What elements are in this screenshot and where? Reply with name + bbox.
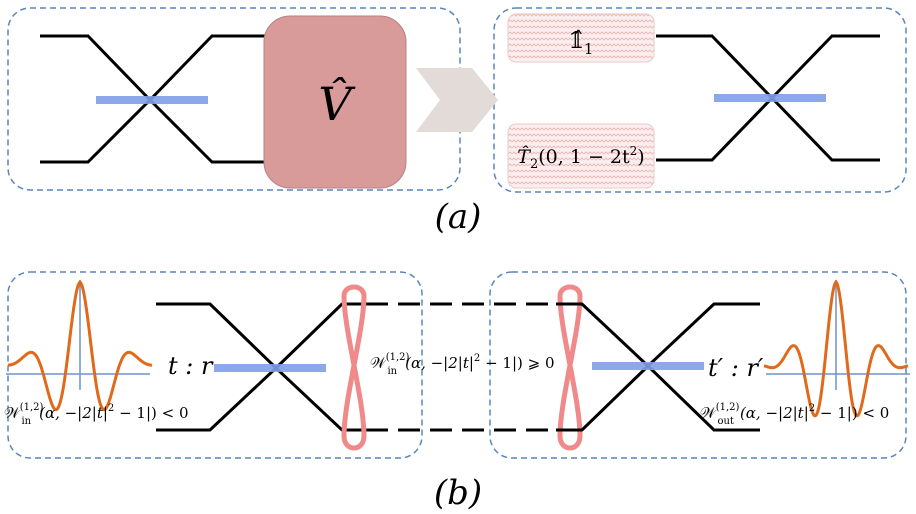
ratio-right: t′ : r′ xyxy=(708,354,764,382)
ratio-left: t : r xyxy=(168,352,214,380)
beam-path-a-left-bottom xyxy=(40,97,266,164)
caption-a: (a) xyxy=(435,197,482,237)
frame-b-right xyxy=(489,271,907,459)
wigner-in-curve xyxy=(7,279,153,412)
loop-left xyxy=(341,284,367,451)
unitary-box xyxy=(263,15,407,189)
identity-label: 𝟙̂1 xyxy=(569,29,594,58)
frame-b-left xyxy=(7,271,423,459)
transform-box xyxy=(507,123,655,189)
identity-box xyxy=(507,13,655,63)
beam-splitter-b-left xyxy=(214,364,326,372)
wigner-mid-label: 𝒲(1,2)in(α, −|2|t|2 − 1|) ⩾ 0 xyxy=(370,352,555,377)
beam-path-a-right-top xyxy=(656,34,880,101)
wigner-out-label: 𝒲(1,2)out(α, −|2|t|2 − 1|) < 0 xyxy=(700,402,889,427)
loop-right xyxy=(557,284,583,451)
wigner-in-label: 𝒲(1,2)in(α, −|2|t|2 − 1|) < 0 xyxy=(4,402,189,427)
beam-splitter-a-left xyxy=(96,96,208,104)
beam-path-a-left-top xyxy=(40,34,266,103)
beam-splitter-a-right xyxy=(714,94,826,102)
wigner-out-curve xyxy=(763,279,909,418)
frame-a-right xyxy=(493,7,907,193)
caption-b: (b) xyxy=(434,473,482,513)
transform-arrow xyxy=(416,68,498,132)
wigner-plot-in xyxy=(6,279,153,412)
wigner-plot-out xyxy=(763,279,910,418)
beam-splitter-b-right xyxy=(592,362,704,370)
transform-label: T̂2(0, 1 − 2t2) xyxy=(517,144,644,172)
beam-path-a-right-bottom xyxy=(656,95,880,162)
unitary-label: V̂ xyxy=(318,77,356,131)
